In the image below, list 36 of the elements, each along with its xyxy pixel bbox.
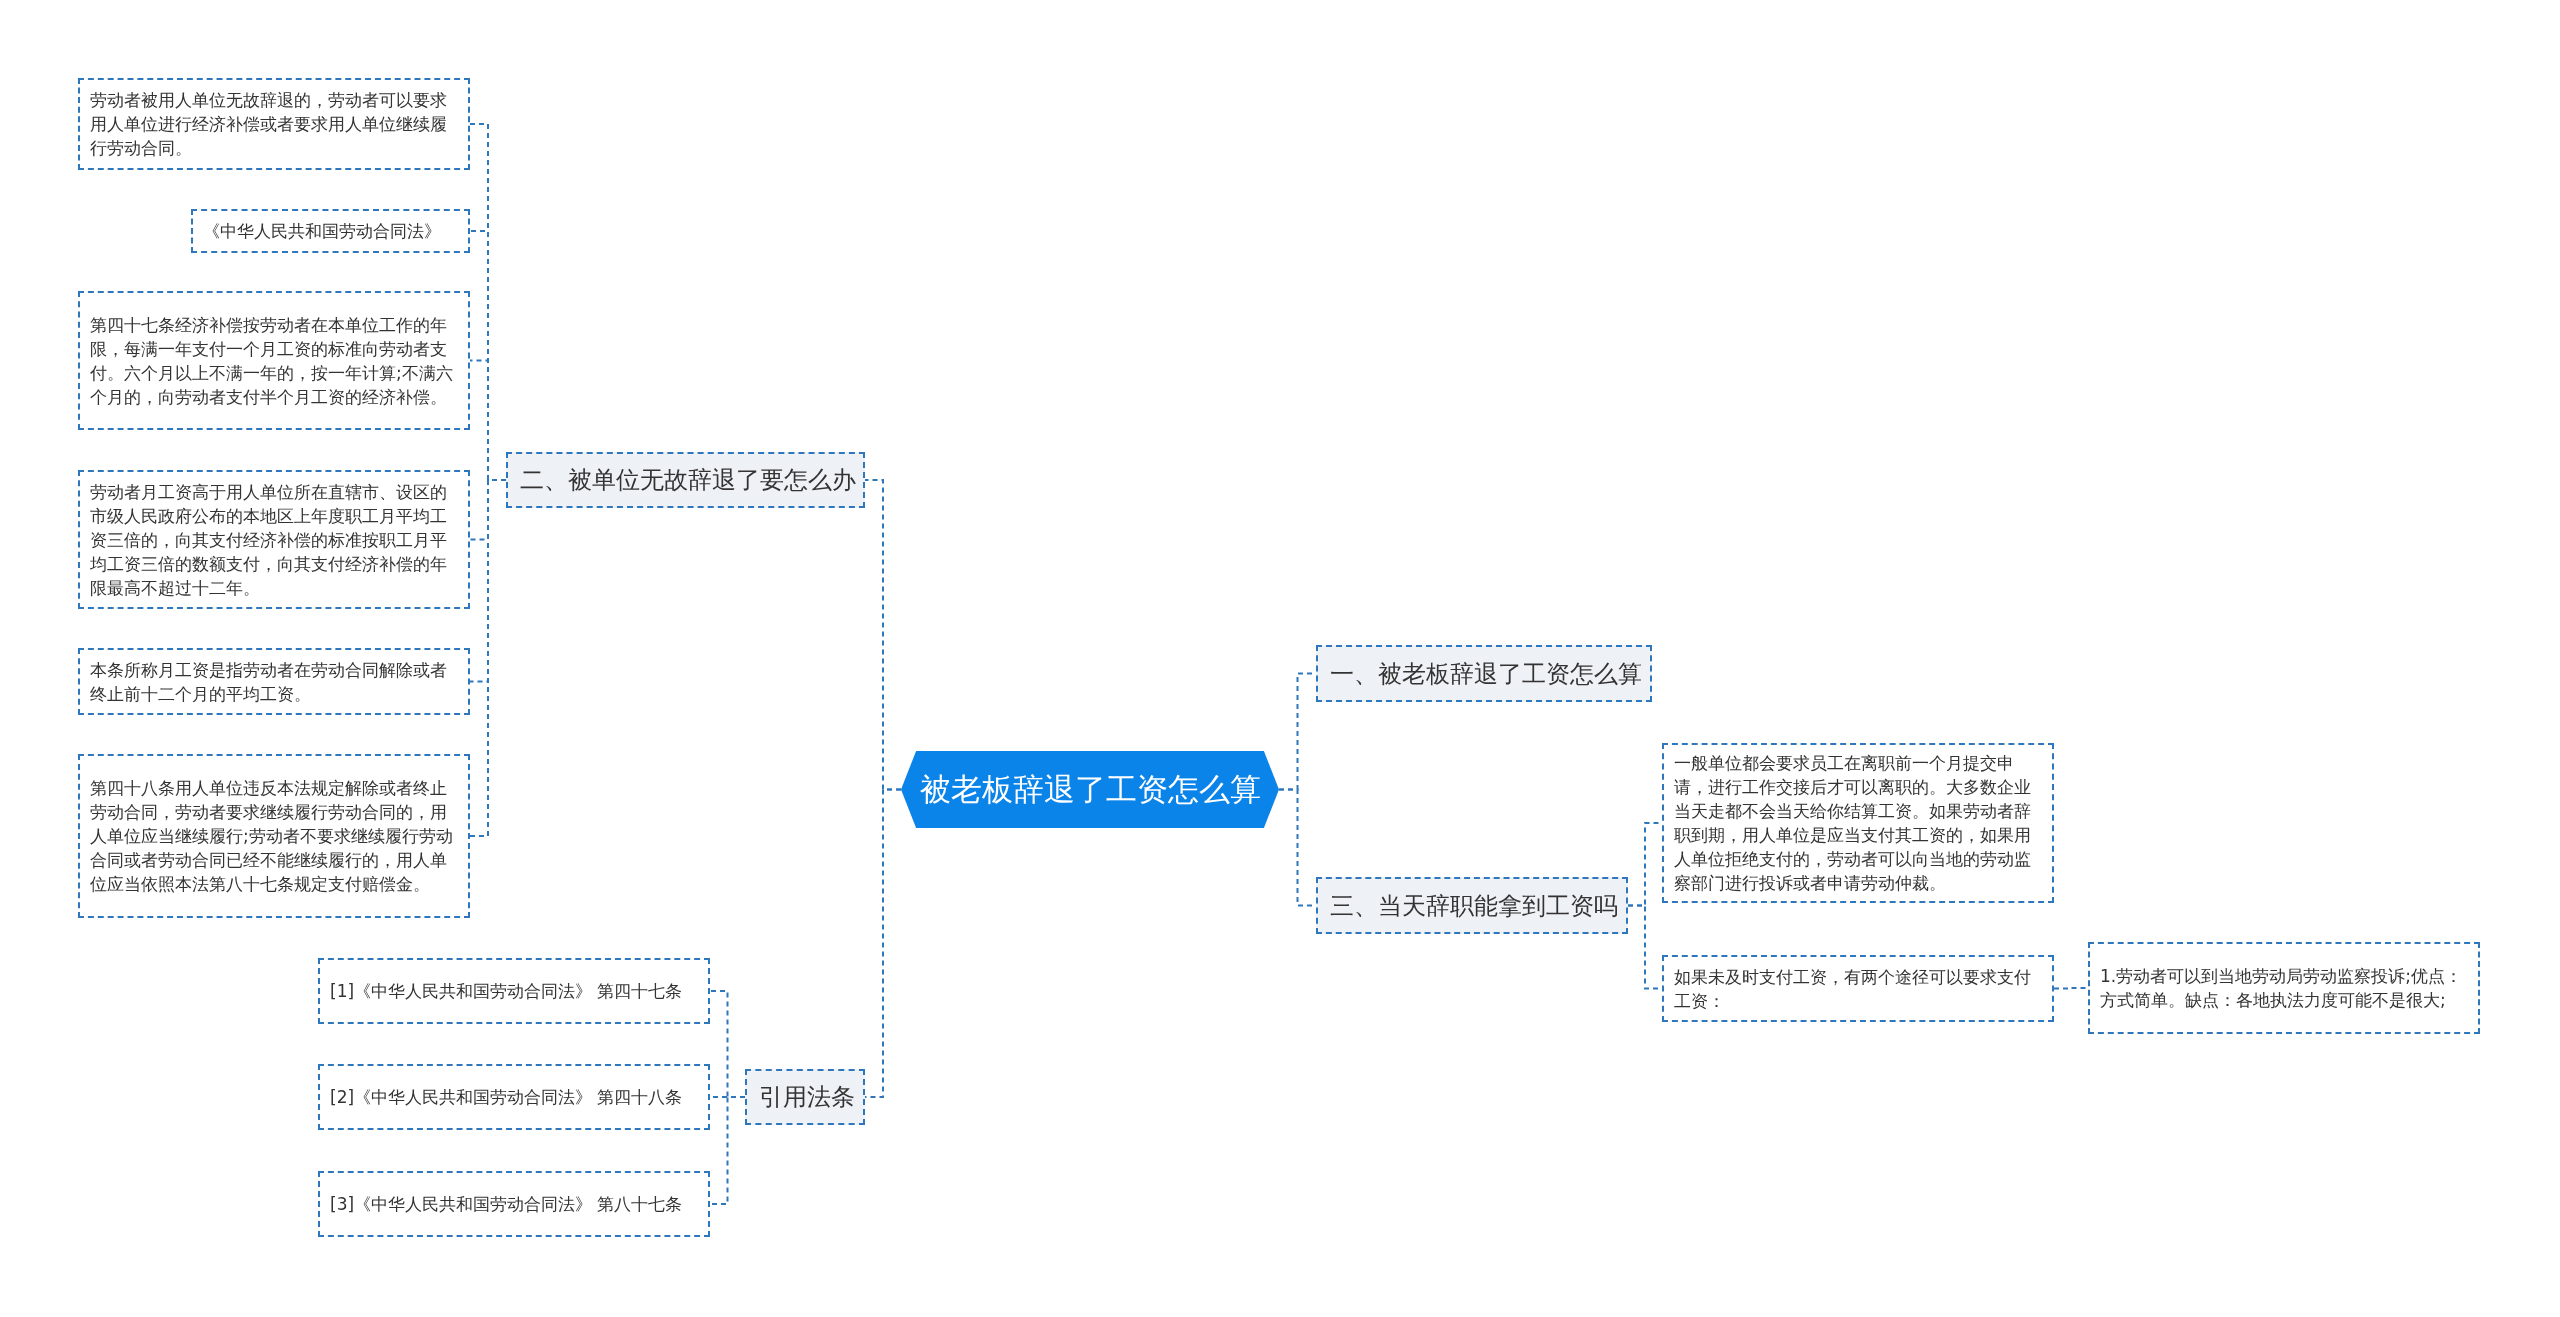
topic-box [506,452,865,508]
note-text: 1.劳动者可以到当地劳动局劳动监察投诉;优点：方式简单。缺点：各地执法力度可能不是很大; [2100,965,2463,1012]
note-text: 劳动者月工资高于用人单位所在直辖市、设区的市级人民政府公布的本地区上年度职工月平均工资三倍的，向其支付经济补偿的标准按职工月平均工资三倍的数额支付，向其支付经济补偿的年限最高不超过十二年。 [90,480,448,600]
note-box [1662,955,2054,1022]
note-text: 一般单位都会要求员工在离职前一个月提交申请，进行工作交接后才可以离职的。大多数企业当天走都不会当天给你结算工资。如果劳动者辞职到期，用人单位是应当支付其工资的，如果用人单位拒绝支付的，劳动者可以向当地的劳动监察部门进行投诉或者申请劳动仲裁。 [1674,752,2032,895]
note-text: 《中华人民共和国劳动合同法》 [203,220,441,243]
note-box [78,754,470,918]
topic-box [745,1069,865,1125]
topic-text: 引用法条 [759,1082,855,1112]
topic-text: 三、当天辞职能拿到工资吗 [1330,890,1618,921]
note-box [318,1064,710,1130]
note-text: 第四十七条经济补偿按劳动者在本单位工作的年限，每满一年支付一个月工资的标准向劳动者支付。六个月以上不满一年的，按一年计算;不满六个月的，向劳动者支付半个月工资的经济补偿。 [90,313,454,409]
topic-box [1316,645,1652,702]
title-text: 被老板辞退了工资怎么算 [919,769,1261,809]
note-box [78,470,470,609]
note-text: [3]《中华人民共和国劳动合同法》 第八十七条 [330,1193,683,1216]
note-box [1662,743,2054,903]
note-text: [2]《中华人民共和国劳动合同法》 第四十八条 [330,1086,683,1109]
note-box [318,958,710,1024]
root-hexagon [901,751,1279,828]
note-text: 如果未及时支付工资，有两个途径可以要求支付工资： [1674,965,2032,1013]
note-text: 第四十八条用人单位违反本法规定解除或者终止劳动合同，劳动者要求继续履行劳动合同的，用人单位应当继续履行;劳动者不要求继续履行劳动合同或者劳动合同已经不能继续履行的，用人单位应当依照本法第八十七条规定支付赔偿金。 [90,777,454,896]
note-text: 劳动者被用人单位无故辞退的，劳动者可以要求用人单位进行经济补偿或者要求用人单位继续履行劳动合同。 [90,89,448,160]
note-text: [1]《中华人民共和国劳动合同法》 第四十七条 [330,980,683,1003]
topic-box [1316,877,1628,934]
note-box [318,1171,710,1237]
topic-text: 一、被老板辞退了工资怎么算 [1330,658,1642,689]
connector-line [709,1096,746,1205]
note-box [2088,942,2480,1034]
note-text: 本条所称月工资是指劳动者在劳动合同解除或者终止前十二个月的平均工资。 [90,658,448,706]
note-box [78,78,470,170]
connector-line [2053,987,2089,990]
note-box [191,209,470,253]
note-box [78,291,470,430]
note-box [78,648,470,715]
topic-text: 二、被单位无故辞退了要怎么办 [520,465,856,495]
